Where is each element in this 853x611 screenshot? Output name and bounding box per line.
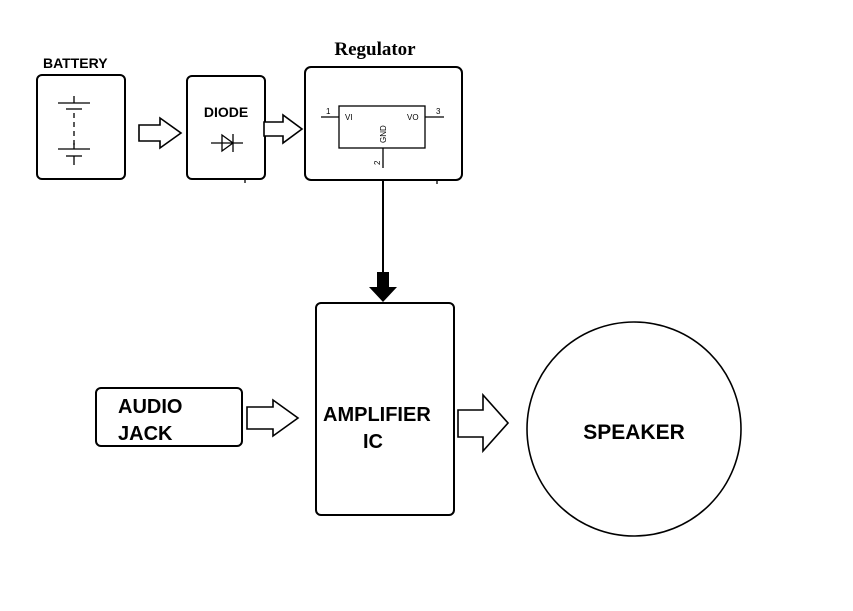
pin3-number: 3	[436, 107, 441, 116]
audio-jack-label-line1: AUDIO	[118, 396, 182, 418]
pin1-name: VI	[345, 113, 353, 122]
audio-jack-block: AUDIO JACK	[95, 387, 243, 447]
regulator-block: Regulator 1 VI VO 3 GND 2	[304, 39, 463, 184]
pin1-number: 1	[326, 107, 331, 116]
battery-block: BATTERY	[36, 55, 126, 180]
arrow-audio-jack-to-amplifier	[246, 398, 300, 438]
amplifier-box	[315, 302, 455, 516]
audio-jack-box	[95, 387, 243, 447]
diode-icon	[211, 133, 243, 153]
battery-box	[36, 74, 126, 180]
speaker-label: SPEAKER	[583, 421, 685, 444]
arrow-amplifier-to-speaker	[457, 392, 510, 454]
speaker-circle	[526, 321, 742, 537]
pin2-name: GND	[379, 125, 388, 143]
arrow-regulator-to-amplifier	[369, 180, 397, 302]
amplifier-label-line1: AMPLIFIER	[323, 404, 431, 426]
arrow-diode-to-regulator	[263, 113, 304, 145]
regulator-ic-symbol: 1 VI VO 3 GND 2	[321, 105, 444, 168]
pin3-name: VO	[407, 113, 419, 122]
regulator-title: Regulator	[334, 39, 416, 60]
speaker-block: SPEAKER	[526, 321, 742, 537]
amplifier-label-line2: IC	[363, 431, 383, 453]
diode-label: DIODE	[204, 104, 248, 120]
diode-block: DIODE	[186, 75, 266, 183]
battery-icon	[58, 96, 90, 165]
arrow-battery-to-diode	[138, 116, 183, 150]
battery-label: BATTERY	[43, 55, 108, 71]
diode-box	[186, 75, 266, 180]
amplifier-block: AMPLIFIER IC	[315, 302, 455, 516]
audio-jack-label-line2: JACK	[118, 423, 173, 445]
pin2-number: 2	[373, 160, 382, 165]
